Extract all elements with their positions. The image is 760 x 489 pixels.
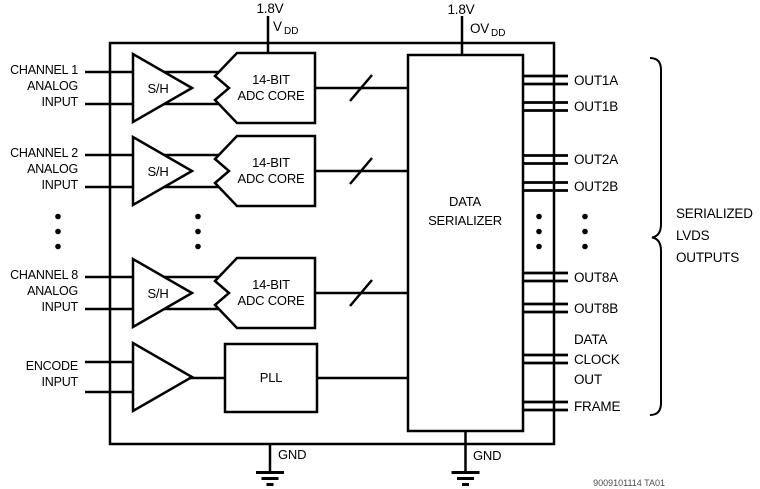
output-labels-ellipsis (582, 213, 588, 250)
channel2-block: CHANNEL 2 ANALOG INPUT S/H 14-BIT ADC CO… (10, 134, 408, 208)
out2b-label: OUT2B (574, 179, 618, 194)
ellipsis-dots (55, 213, 588, 250)
figure-id: 9009101114 TA01 (593, 478, 665, 488)
ovdd-pin-label: OV (470, 21, 489, 36)
brace-label-line2: LVDS (676, 228, 710, 243)
ch8-adc-core (213, 256, 317, 330)
out1a-label: OUT1A (574, 73, 618, 88)
ch1-adc-core (213, 51, 317, 125)
encode-buffer-amp (131, 340, 195, 414)
channel1-block: CHANNEL 1 ANALOG INPUT S/H 14-BIT ADC CO… (10, 51, 408, 125)
dataclock-label-line1: DATA (574, 332, 607, 347)
pll-label: PLL (260, 370, 283, 385)
out1b-label: OUT1B (574, 99, 618, 114)
lvds-outputs: OUT1A OUT1B OUT2A OUT2B OUT8A OUT8B DATA… (523, 73, 621, 414)
vdd-pin: 1.8V V DD (257, 1, 298, 53)
gnd-left-label: GND (278, 447, 306, 462)
ch2-sh-amp (131, 134, 195, 208)
ch2-adc-core (213, 134, 317, 208)
channel8-label-line3: INPUT (41, 300, 78, 314)
channel8-label-line1: CHANNEL 8 (10, 268, 78, 282)
ch2-adc-label-line1: 14-BIT (252, 155, 290, 170)
encode-block: ENCODE INPUT PLL (26, 340, 408, 414)
out2a-label: OUT2A (574, 152, 618, 167)
input-wires (85, 70, 240, 394)
channel1-label-line3: INPUT (41, 95, 78, 109)
gnd-right-symbol-icon (451, 471, 480, 486)
brace (649, 57, 662, 416)
serializer-block: DATA SERIALIZER (406, 53, 525, 433)
ch1-sh-label: S/H (147, 81, 168, 96)
ch8-sh-amp (131, 256, 195, 330)
serializer-label-line1: DATA (449, 194, 481, 209)
brace-label-line1: SERIALIZED (676, 206, 753, 221)
out8b-label: OUT8B (574, 301, 618, 316)
ch2-bus-slash (349, 157, 373, 185)
ch1-adc-label-line2: ADC CORE (237, 88, 305, 103)
channel-column-ellipsis (195, 213, 201, 250)
chip-outline (108, 41, 556, 446)
serializer-output-ellipsis (536, 213, 542, 250)
ch8-bus-slash (349, 279, 373, 307)
dataclock-label-line3: OUT (574, 372, 602, 387)
ch1-adc-label-line1: 14-BIT (252, 72, 290, 87)
gnd-right-pin: GND (451, 431, 501, 486)
channel2-label-line1: CHANNEL 2 (10, 146, 78, 160)
ovdd-voltage-label: 1.8V (448, 2, 475, 17)
ch8-adc-label-line1: 14-BIT (252, 277, 290, 292)
ch8-adc-label-line2: ADC CORE (237, 293, 305, 308)
channel1-label-line2: ANALOG (27, 79, 78, 93)
ch1-sh-amp (131, 51, 195, 125)
pll-box (223, 342, 319, 414)
serializer-box (406, 53, 525, 433)
ch2-adc-label-line2: ADC CORE (237, 171, 305, 186)
channel8-block: CHANNEL 8 ANALOG INPUT S/H 14-BIT ADC CO… (10, 256, 408, 330)
serializer-label-line2: SERIALIZER (428, 213, 502, 228)
channel2-label-line3: INPUT (41, 178, 78, 192)
gnd-right-label: GND (473, 448, 501, 463)
encode-label-line2: INPUT (41, 375, 78, 389)
dataclock-label-line2: CLOCK (574, 352, 620, 367)
channel1-label-line1: CHANNEL 1 (10, 63, 78, 77)
ch2-sh-label: S/H (147, 164, 168, 179)
ovdd-pin: 1.8V OV DD (448, 2, 505, 56)
out8a-label: OUT8A (574, 270, 618, 285)
encode-label-line1: ENCODE (26, 359, 78, 373)
vdd-pin-subscript: DD (284, 26, 298, 37)
ovdd-pin-subscript: DD (491, 28, 505, 39)
brace-label-line3: OUTPUTS (676, 250, 739, 265)
left-labels-ellipsis (55, 213, 61, 250)
ch1-bus-slash (349, 74, 373, 102)
gnd-left-symbol-icon (256, 471, 284, 486)
ch8-sh-label: S/H (147, 286, 168, 301)
channel8-label-line2: ANALOG (27, 284, 78, 298)
vdd-pin-label: V (273, 19, 282, 34)
channel2-label-line2: ANALOG (27, 162, 78, 176)
gnd-left-pin: GND (256, 444, 306, 486)
vdd-voltage-label: 1.8V (257, 1, 284, 16)
frame-label: FRAME (574, 399, 620, 414)
lvds-brace-group: SERIALIZED LVDS OUTPUTS (649, 57, 753, 416)
